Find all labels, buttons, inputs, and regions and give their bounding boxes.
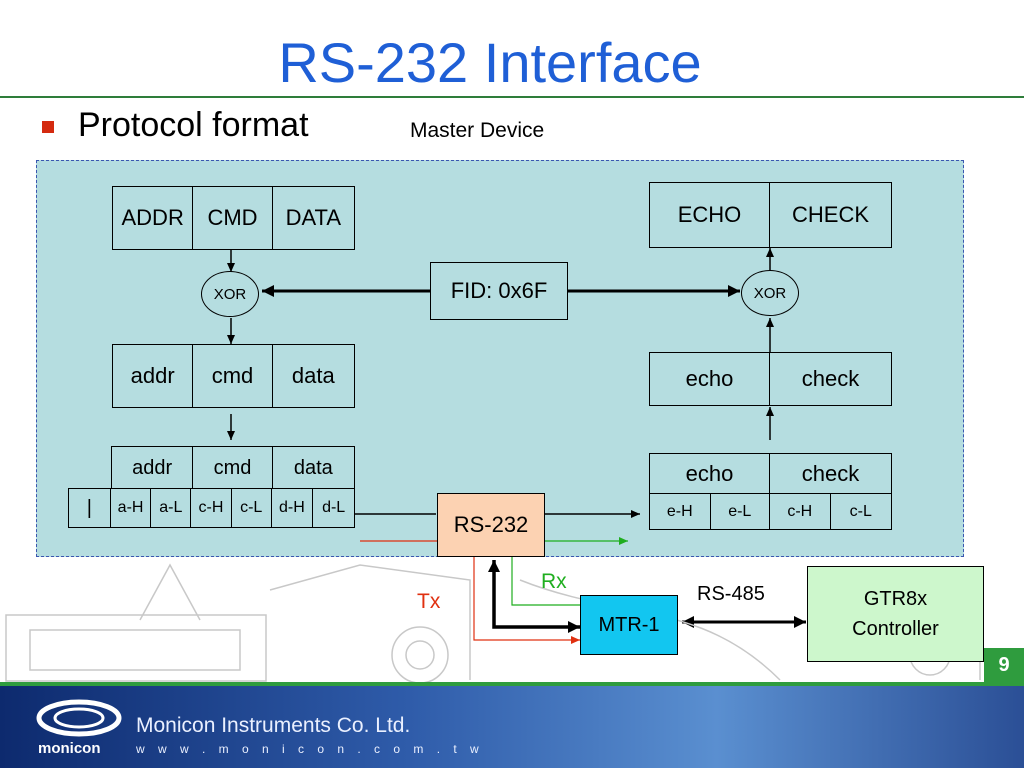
echo-xor: XOR xyxy=(741,270,799,316)
echo-mid-row: echo check xyxy=(649,352,892,406)
echo-split-cell-3: c-L xyxy=(849,502,872,520)
bullet-text: Protocol format xyxy=(78,106,309,144)
rs485-label: RS-485 xyxy=(697,583,765,605)
cell-echo-lower: echo xyxy=(650,353,771,405)
echo-split-cell-0: e-H xyxy=(650,494,711,529)
split-cell-6: d-L xyxy=(322,499,346,516)
mtr1-box: MTR-1 xyxy=(580,595,678,655)
split-header-cmd: cmd xyxy=(193,447,273,489)
arrow-rs232-mtr xyxy=(488,560,580,633)
split-cell-4: c-L xyxy=(232,489,272,527)
split-header-data: data xyxy=(293,456,333,479)
cell-echo: ECHO xyxy=(650,183,771,247)
cell-cmd-lower: cmd xyxy=(193,345,273,407)
cell-addr-lower: addr xyxy=(113,345,194,407)
echo-split-row: e-H e-L c-H c-L xyxy=(649,493,892,530)
echo-split-header-check: check xyxy=(801,461,860,486)
master-split-row: | a-H a-L c-H c-L d-H d-L xyxy=(68,488,355,528)
master-split-header: addr cmd data xyxy=(111,446,355,490)
echo-split-header: echo check xyxy=(649,453,892,495)
split-cell-0: | xyxy=(69,489,111,527)
bullet-icon xyxy=(42,121,54,133)
master-xor: XOR xyxy=(201,271,259,317)
page-number: 9 xyxy=(984,648,1024,682)
footer-banner xyxy=(0,686,1024,768)
split-cell-5: d-H xyxy=(272,489,314,527)
tx-label: Tx xyxy=(417,590,441,613)
tx-line xyxy=(360,540,580,644)
master-top-row: ADDR CMD DATA xyxy=(112,186,355,250)
cell-check: CHECK xyxy=(792,202,870,227)
page-title: RS-232 Interface xyxy=(278,31,702,94)
cell-cmd: CMD xyxy=(193,187,273,249)
cell-addr: ADDR xyxy=(113,187,194,249)
split-cell-3: c-H xyxy=(191,489,232,527)
fid-box: FID: 0x6F xyxy=(430,262,568,320)
footer-green-band xyxy=(0,682,1024,686)
echo-split-header-echo: echo xyxy=(650,454,771,494)
title-divider xyxy=(0,96,1024,98)
company-name: Monicon Instruments Co. Ltd. xyxy=(136,714,411,737)
rx-label: Rx xyxy=(541,570,567,593)
monicon-logo-icon xyxy=(36,699,122,737)
brand-name: monicon xyxy=(38,740,101,757)
rs232-box: RS-232 xyxy=(437,493,545,557)
cell-check-lower: check xyxy=(801,366,860,391)
master-mid-row: addr cmd data xyxy=(112,344,355,408)
cell-data-lower: data xyxy=(291,363,335,388)
echo-split-cell-1: e-L xyxy=(711,494,771,529)
cell-data: DATA xyxy=(285,205,342,230)
split-header-addr: addr xyxy=(112,447,194,489)
gtr8x-controller-box: GTR8x Controller xyxy=(807,566,984,662)
split-cell-1: a-H xyxy=(111,489,152,527)
echo-split-cell-2: c-H xyxy=(770,494,831,529)
company-website: w w w . m o n i c o n . c o m . t w xyxy=(136,742,484,756)
master-device-label: Master Device xyxy=(410,119,545,142)
echo-top-row: ECHO CHECK xyxy=(649,182,892,248)
split-cell-2: a-L xyxy=(151,489,192,527)
